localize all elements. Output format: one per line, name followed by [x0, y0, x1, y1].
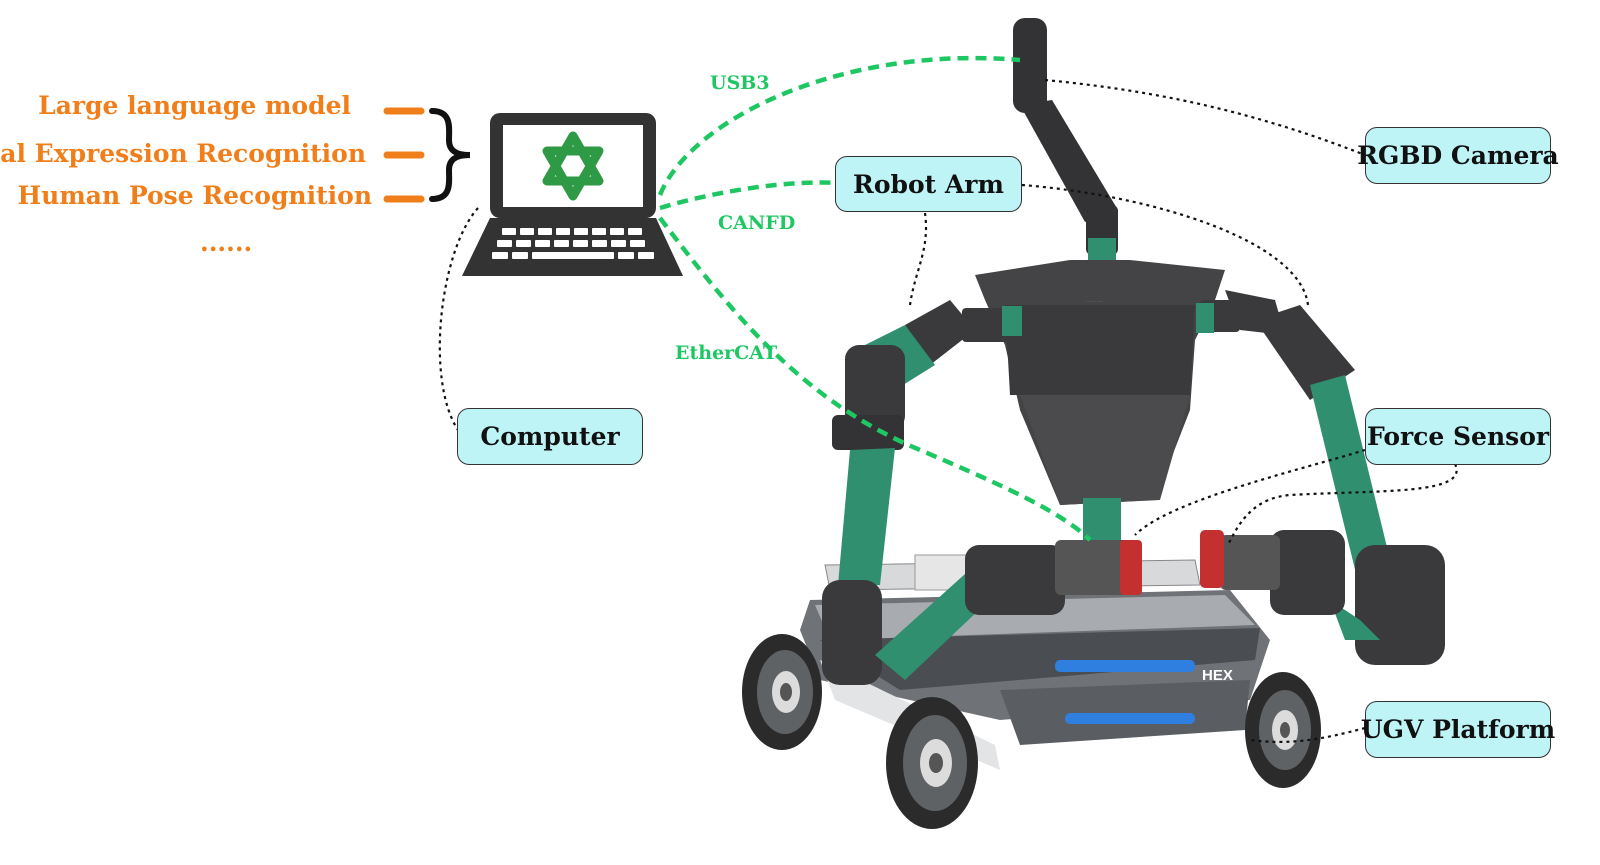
- force-leader-left: [1134, 448, 1366, 536]
- robot-illustration: HEX: [742, 18, 1445, 829]
- link-label-canfd: CANFD: [718, 212, 796, 234]
- ethercat-link: [658, 216, 1092, 542]
- arm-leader-right: [1021, 183, 1310, 306]
- wheel-front-left: [742, 634, 822, 750]
- force-sensor-box: Force Sensor: [1365, 408, 1551, 465]
- link-label-ethercat: EtherCAT: [675, 342, 778, 364]
- robot-arm-box: Robot Arm: [835, 156, 1022, 212]
- model-label-pose: Human Pose Recognition: [17, 181, 372, 210]
- model-label-facial: Facial Expression Recognition: [0, 139, 366, 168]
- brace-icon: [429, 108, 471, 202]
- ai-logo-icon: [542, 131, 604, 201]
- robot-left-arm: [822, 300, 1142, 685]
- communication-links: [657, 55, 1092, 542]
- model-connectors: [383, 107, 425, 203]
- wheel-rear-right: [1245, 672, 1321, 788]
- robot-torso: ........: [975, 260, 1225, 540]
- link-label-usb3: USB3: [710, 72, 770, 94]
- robot-right-arm: [1196, 290, 1445, 665]
- model-label-more: ......: [200, 228, 253, 257]
- camera-leader: [1044, 78, 1366, 157]
- ugv-leader: [1249, 726, 1366, 744]
- model-label-llm: Large language model: [38, 91, 351, 120]
- force-leader-right: [1227, 463, 1458, 546]
- canfd-link: [659, 180, 841, 211]
- laptop-keyboard: [492, 228, 654, 259]
- laptop-icon: [462, 113, 683, 276]
- computer-box: Computer: [457, 408, 643, 465]
- wheel-front-right: [886, 697, 978, 829]
- ugv-platform-box: UGV Platform: [1361, 701, 1555, 758]
- leader-lines: [438, 78, 1458, 744]
- camera-mast: [1013, 18, 1118, 262]
- base-brand-text: HEX: [1202, 667, 1233, 684]
- computer-leader: [438, 207, 479, 431]
- arm-leader-left: [908, 212, 928, 306]
- usb3-link: [657, 55, 1021, 196]
- rgbd-camera-box: RGBD Camera: [1357, 127, 1559, 184]
- svg-text:........: ........: [1085, 295, 1103, 304]
